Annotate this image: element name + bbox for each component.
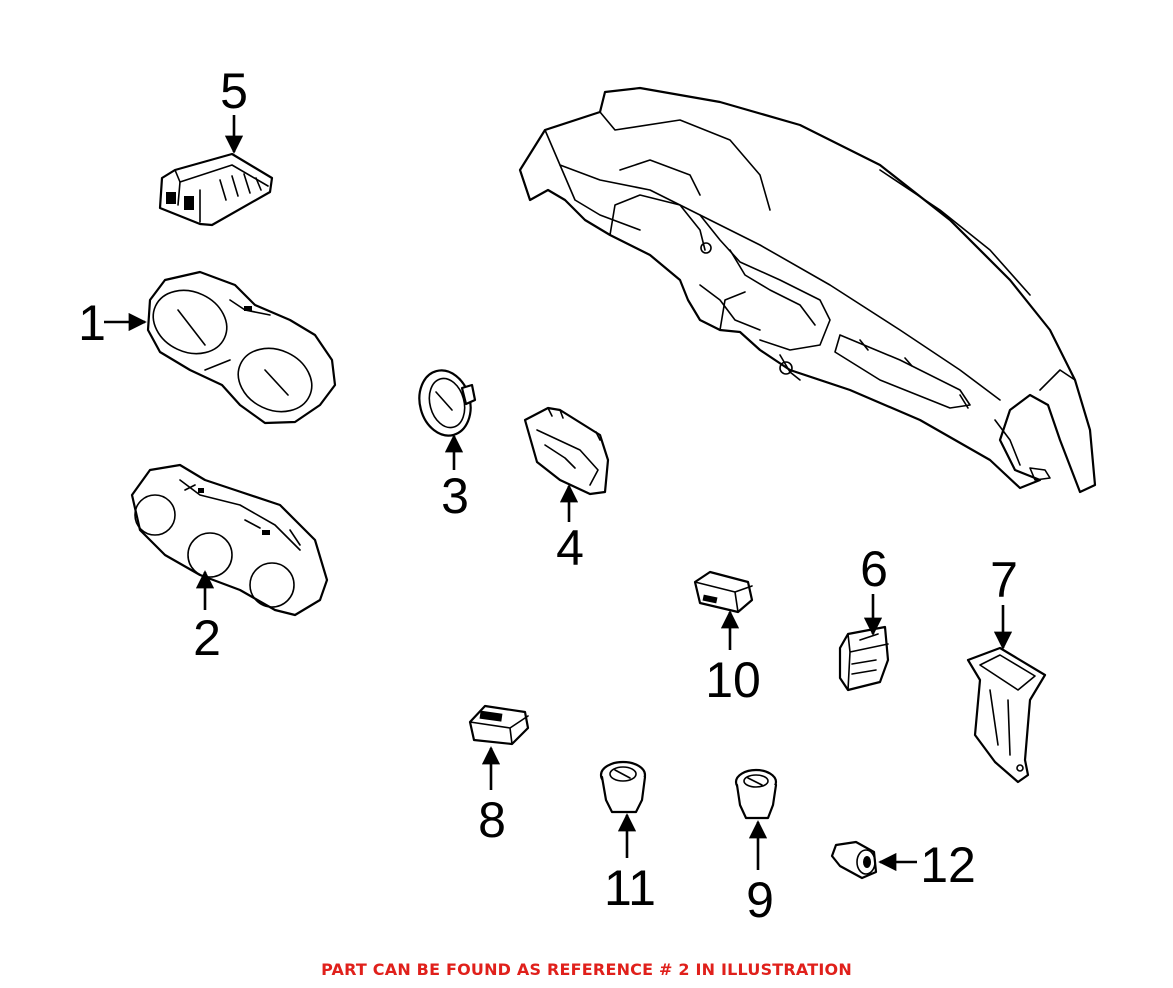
part-12-drawing (830, 840, 878, 880)
part-7-drawing (966, 646, 1047, 784)
callout-labels: 5 1 2 3 4 10 6 7 8 11 9 12 (78, 63, 1018, 928)
dashboard-panel-drawing (518, 86, 1097, 494)
part-1-drawing (146, 270, 337, 425)
callout-5: 5 (220, 63, 248, 119)
callout-12: 12 (920, 837, 976, 893)
callout-10: 10 (705, 652, 761, 708)
callout-11: 11 (604, 860, 656, 916)
callout-8: 8 (478, 792, 506, 848)
part-11-drawing (599, 760, 647, 814)
part-4-drawing (523, 406, 610, 496)
part-3-drawing (418, 369, 477, 437)
callout-2: 2 (193, 610, 221, 666)
callout-6: 6 (860, 541, 888, 597)
reference-note: PART CAN BE FOUND AS REFERENCE # 2 IN IL… (321, 960, 852, 979)
callout-arrows (104, 115, 1013, 872)
part-10-drawing (693, 570, 754, 614)
callout-3: 3 (441, 468, 469, 524)
callout-9: 9 (746, 872, 774, 928)
part-6-drawing (838, 625, 890, 692)
part-8-drawing (468, 704, 530, 746)
callout-7: 7 (990, 552, 1018, 608)
part-9-drawing (734, 768, 778, 820)
part-2-drawing (130, 463, 329, 617)
callout-4: 4 (556, 520, 584, 576)
part-5-drawing (158, 152, 274, 227)
callout-1: 1 (78, 295, 106, 351)
